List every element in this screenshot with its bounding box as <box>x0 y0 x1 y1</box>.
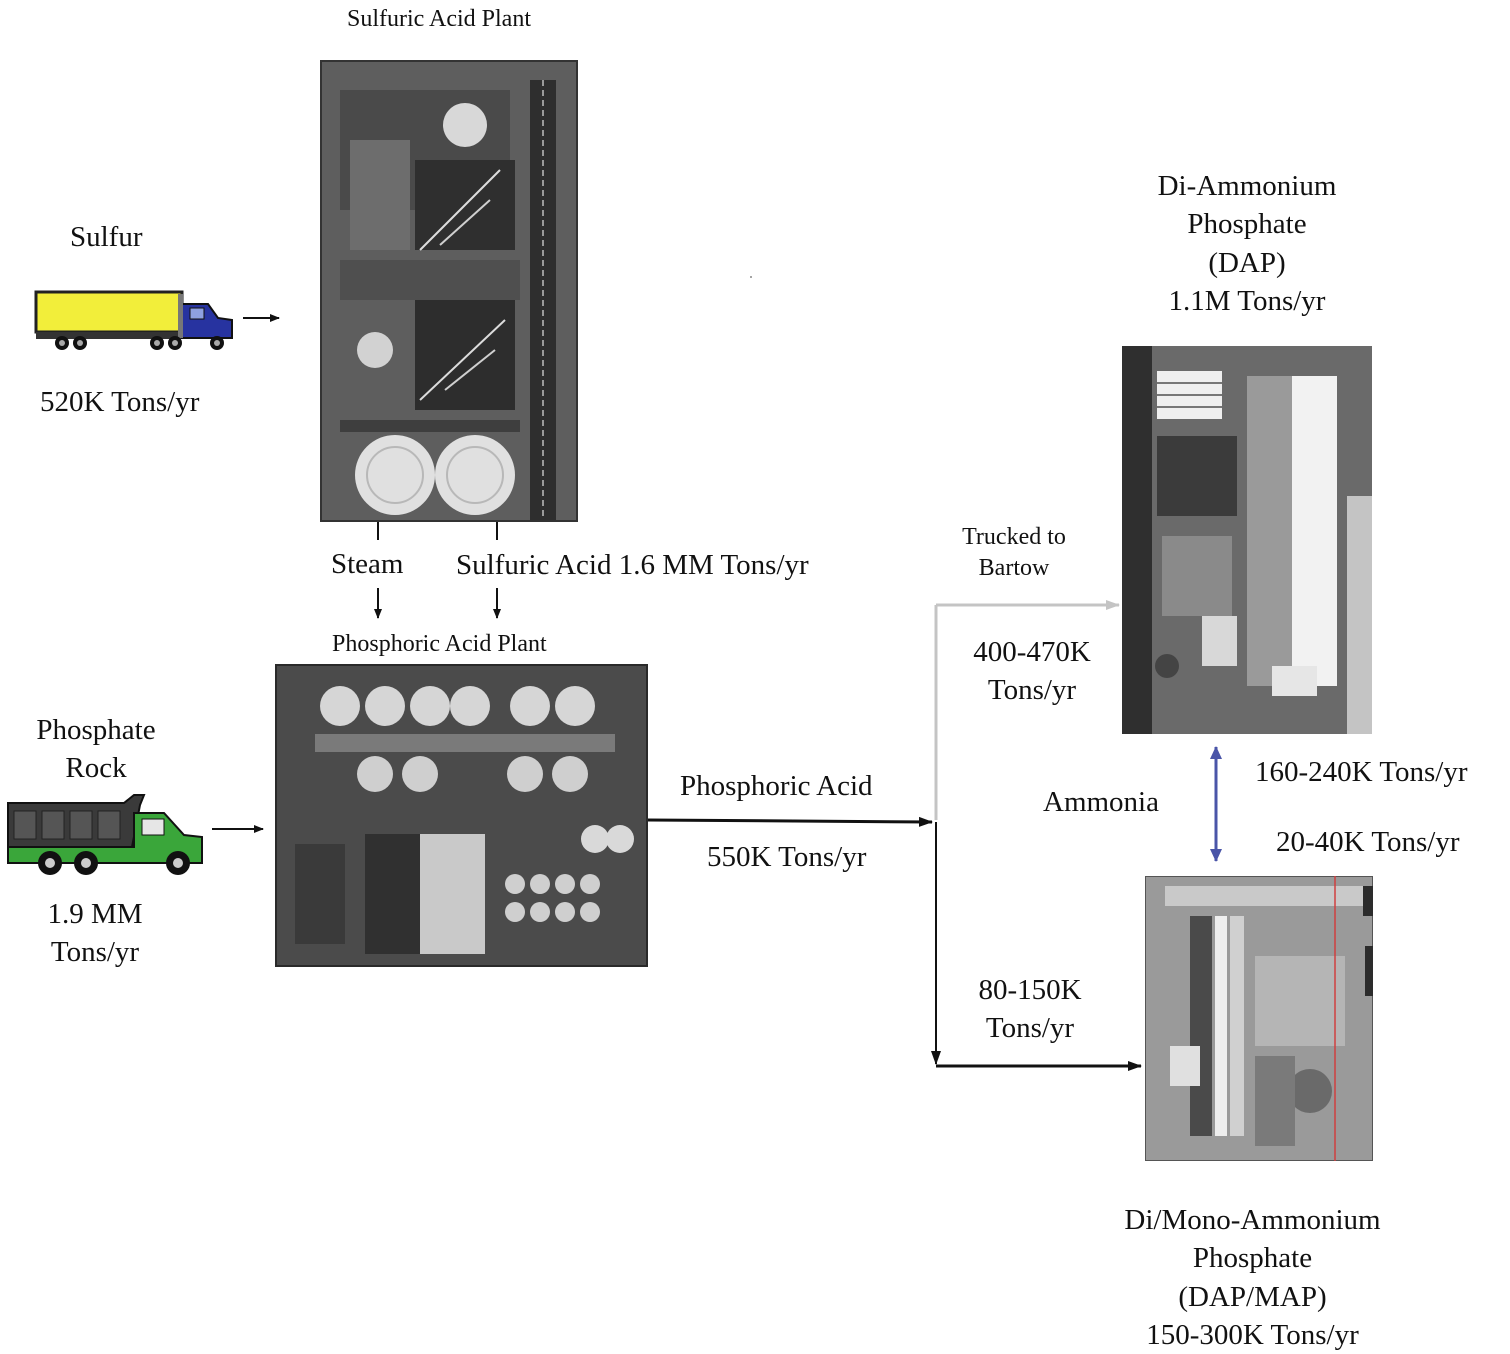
to-dapmap-rate: 80-150K Tons/yr <box>955 971 1105 1048</box>
to-dapmap-rate-line1: 80-150K <box>955 971 1105 1009</box>
phosphoric-acid-flow-label: Phosphoric Acid <box>680 772 873 801</box>
phosphoric-acid-arrow <box>648 820 932 822</box>
ammonia-label: Ammonia <box>1043 788 1159 817</box>
phosphate-rock-line1: Phosphate <box>20 711 172 749</box>
dap-title: Di-Ammonium Phosphate (DAP) 1.1M Tons/yr <box>1112 167 1382 320</box>
phosphate-rock-line2: Rock <box>20 749 172 787</box>
steam-label: Steam <box>331 550 404 579</box>
phosphate-rock-label: Phosphate Rock <box>20 711 172 788</box>
to-dap-rate: 400-470K Tons/yr <box>957 633 1107 710</box>
trucked-line1: Trucked to <box>944 522 1084 553</box>
ammonia-rate-up: 160-240K Tons/yr <box>1255 758 1468 787</box>
to-dap-rate-line1: 400-470K <box>957 633 1107 671</box>
trucked-label: Trucked to Bartow <box>944 522 1084 584</box>
dap-line1: Di-Ammonium <box>1112 167 1382 205</box>
sulfuric-acid-flow-label: Sulfuric Acid 1.6 MM Tons/yr <box>456 551 809 580</box>
to-dapmap-rate-line2: Tons/yr <box>955 1009 1105 1047</box>
dapmap-line3: (DAP/MAP) <box>1095 1278 1410 1316</box>
trucked-line2: Bartow <box>944 553 1084 584</box>
dap-line3: (DAP) <box>1112 244 1382 282</box>
phosphate-rock-rate-line1: 1.9 MM <box>25 895 165 933</box>
dapmap-line4: 150-300K Tons/yr <box>1095 1316 1410 1354</box>
to-dap-rate-line2: Tons/yr <box>957 671 1107 709</box>
dap-line2: Phosphate <box>1112 205 1382 243</box>
dapmap-line1: Di/Mono-Ammonium <box>1095 1201 1410 1239</box>
dap-line4: 1.1M Tons/yr <box>1112 282 1382 320</box>
ammonia-rate-down: 20-40K Tons/yr <box>1276 828 1460 857</box>
phosphoric-acid-plant-title: Phosphoric Acid Plant <box>332 632 547 656</box>
sulfuric-acid-plant-title: Sulfuric Acid Plant <box>347 7 531 31</box>
sulfur-rate: 520K Tons/yr <box>40 388 199 417</box>
dapmap-line2: Phosphate <box>1095 1239 1410 1277</box>
phosphate-rock-rate: 1.9 MM Tons/yr <box>25 895 165 972</box>
dapmap-title: Di/Mono-Ammonium Phosphate (DAP/MAP) 150… <box>1095 1201 1410 1354</box>
sulfur-label: Sulfur <box>70 223 143 252</box>
phosphoric-acid-flow-rate: 550K Tons/yr <box>707 843 866 872</box>
phosphate-rock-rate-line2: Tons/yr <box>25 933 165 971</box>
